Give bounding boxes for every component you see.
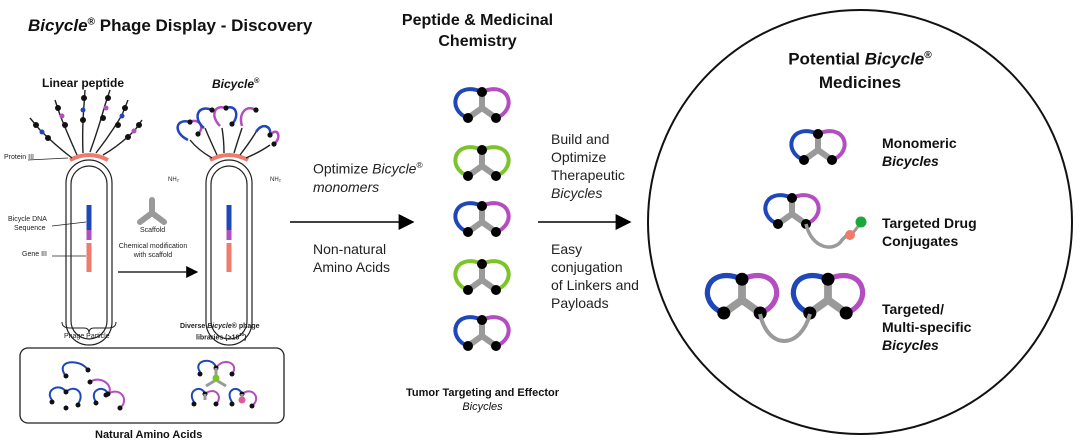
bicycle-label-reg: ® xyxy=(254,76,260,85)
bicycle-label: Bicycle® xyxy=(212,76,259,91)
chemistry-title-line2: Chemistry xyxy=(438,33,517,50)
build-label-1: Build and xyxy=(551,131,610,147)
easy-label-2: conjugation xyxy=(551,259,623,275)
optimize-brand: Bicycle xyxy=(372,160,417,177)
dna-sequence-label-2: Sequence xyxy=(14,225,46,232)
libraries-label-1a: Diverse xyxy=(180,323,208,330)
libraries-label-1b: Bicycle xyxy=(207,323,232,330)
tumor-label-2: Bicycles xyxy=(462,401,503,413)
libraries-exp: 10 xyxy=(239,332,245,337)
easy-label: Easy conjugation of Linkers and Payloads xyxy=(551,240,639,312)
natural-amino-acids-box xyxy=(19,347,285,424)
discovery-title-reg: ® xyxy=(87,16,96,28)
medicines-title-2: Medicines xyxy=(818,72,902,92)
nh2-label-left: NH₂ xyxy=(168,177,179,183)
linear-peptide-label: Linear peptide xyxy=(42,76,125,90)
libraries-label-2a: libraries (>10 xyxy=(196,334,240,342)
tumor-targeting-label: Tumor Targeting and Effector Bicycles xyxy=(400,386,565,414)
medicines-title-1: Potential xyxy=(788,49,865,69)
medicines-circle xyxy=(647,9,1073,435)
libraries-label-1c: ® phage xyxy=(231,323,260,330)
targeted-label-2: Conjugates xyxy=(882,233,959,249)
multi-label-2: Multi-specific xyxy=(882,319,972,335)
drug-conjugate-glyph xyxy=(765,193,867,249)
easy-label-3: of Linkers and xyxy=(551,277,639,293)
bicycle-label-text: Bicycle xyxy=(212,77,255,91)
optimize-label-2: monomers xyxy=(313,178,380,195)
libraries-label-1: Diverse Bicycle® phage xyxy=(180,323,260,330)
optimize-label: Optimize Bicycle® monomers xyxy=(313,156,423,196)
protein-iii-label: Protein III xyxy=(4,154,34,161)
medicines-title-brand: Bicycle xyxy=(864,49,925,69)
natural-bicycles-examples xyxy=(48,359,258,409)
chem-mod-label-1: Chemical modification xyxy=(118,243,188,250)
optimize-label-1: Optimize xyxy=(313,160,373,177)
multi-label-3: Bicycles xyxy=(882,337,939,353)
gene-iii-label: Gene III xyxy=(22,251,47,258)
phage-particle-bracket xyxy=(61,321,117,334)
phage-particle-label: Phage Particle xyxy=(64,333,110,340)
monomeric-bicycle-glyph xyxy=(791,129,844,165)
linear-phage-particle xyxy=(29,89,143,346)
dna-sequence-label-1: Bicycle DNA xyxy=(8,216,47,223)
nonnatural-label-1: Non-natural xyxy=(313,241,387,257)
tumor-label-1: Tumor Targeting and Effector xyxy=(406,387,559,399)
easy-label-4: Payloads xyxy=(551,295,609,311)
targeted-label-1: Targeted Drug xyxy=(882,215,977,231)
discovery-title: Bicycle® Phage Display - Discovery xyxy=(28,16,312,36)
discovery-title-rest: Phage Display - Discovery xyxy=(95,16,313,35)
scaffold-label: Scaffold xyxy=(140,227,166,234)
chem-mod-label-2: with scaffold xyxy=(133,252,173,259)
nonnatural-label-2: Amino Acids xyxy=(313,259,391,275)
build-label-2: Optimize xyxy=(551,149,607,165)
optimize-reg: ® xyxy=(416,160,423,170)
medicines-title-reg: ® xyxy=(924,50,932,61)
nonnatural-label: Non-natural Amino Acids xyxy=(313,240,390,276)
build-label-3: Therapeutic xyxy=(551,167,625,183)
monomeric-label-1: Monomeric xyxy=(882,135,957,151)
nh2-label-right: NH₂ xyxy=(270,177,281,183)
multispecific-bicycle-glyph xyxy=(707,273,862,343)
chemistry-title-line1: Peptide & Medicinal xyxy=(401,12,554,29)
medicines-title: Potential Bicycle® Medicines xyxy=(765,44,955,94)
label-leader-lines xyxy=(27,157,87,257)
scaffold-icon xyxy=(137,197,167,225)
libraries-label-2: libraries (>1010) xyxy=(196,332,246,341)
libraries-end: ) xyxy=(244,334,247,342)
chemistry-title: Peptide & Medicinal Chemistry xyxy=(385,10,570,52)
build-label-4: Bicycles xyxy=(551,185,603,201)
discovery-title-brand: Bicycle xyxy=(28,16,88,35)
natural-amino-acids-label: Natural Amino Acids xyxy=(95,429,203,441)
bicycle-stack xyxy=(455,87,508,351)
monomeric-label: Monomeric Bicycles xyxy=(882,134,957,170)
multispecific-label: Targeted/ Multi-specific Bicycles xyxy=(882,300,971,354)
multi-label-1: Targeted/ xyxy=(882,301,944,317)
targeted-drug-label: Targeted Drug Conjugates xyxy=(882,214,977,250)
easy-label-1: Easy xyxy=(551,241,583,257)
bicycle-phage-particle xyxy=(176,105,280,346)
build-label: Build and Optimize Therapeutic Bicycles xyxy=(551,130,625,202)
monomeric-label-2: Bicycles xyxy=(882,153,939,169)
